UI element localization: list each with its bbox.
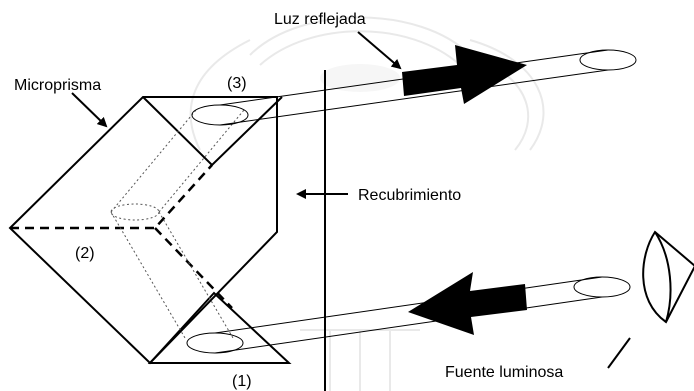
- light-source-label: Fuente luminosa: [445, 364, 563, 381]
- dashed-axis: [10, 164, 213, 230]
- microprism-shape: [8, 96, 278, 365]
- reflected-light-label: Luz reflejada: [274, 11, 366, 28]
- reflected-arrow: [402, 45, 527, 104]
- internal-light-path: [110, 109, 245, 339]
- microprism-label: Microprisma: [14, 77, 101, 94]
- face-1-label: (1): [232, 373, 252, 390]
- incident-beam: [186, 276, 631, 354]
- reflected-light-pointer: [357, 31, 402, 70]
- microprism-pointer: [71, 92, 108, 128]
- light-source-pointer: [607, 337, 631, 369]
- face-3-label: (3): [227, 75, 247, 92]
- incident-arrow: [408, 272, 527, 335]
- prism-inner-face: [142, 96, 283, 167]
- dashed-diagonal: [154, 227, 233, 309]
- face-2-label: (2): [75, 245, 95, 262]
- watermark-seal: [189, 16, 545, 391]
- light-source-icon: [642, 230, 694, 324]
- coating-label: Recubrimiento: [358, 187, 461, 204]
